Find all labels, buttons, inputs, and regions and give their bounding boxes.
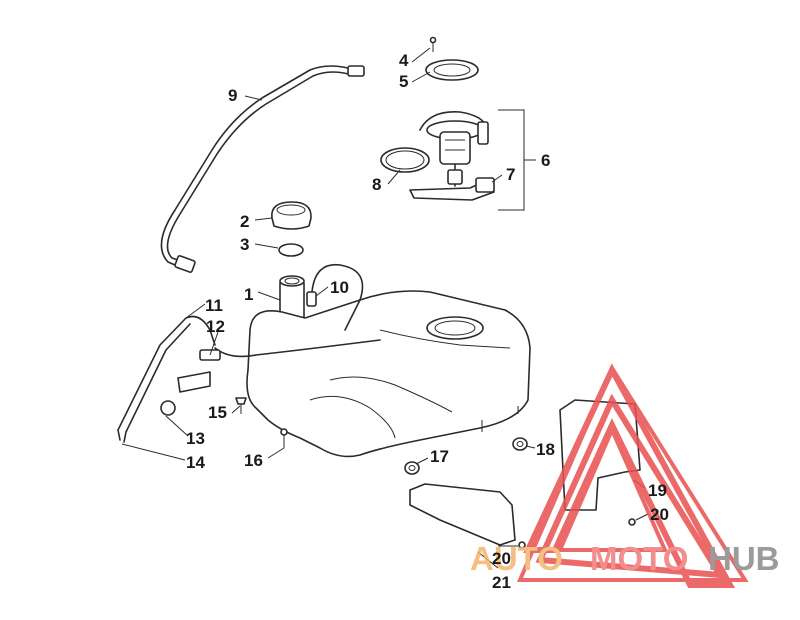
callout-14: 14 — [186, 453, 205, 472]
callout-9: 9 — [228, 86, 237, 105]
watermark-moto: MOTO — [590, 540, 688, 577]
callout-15: 15 — [208, 403, 227, 422]
cap-gasket — [278, 243, 304, 257]
callout-5: 5 — [399, 72, 408, 91]
assembly-bracket — [498, 109, 536, 211]
callout-21: 21 — [492, 573, 511, 592]
screw — [429, 36, 437, 52]
callout-17: 17 — [430, 447, 449, 466]
callout-10: 10 — [330, 278, 349, 297]
fastener-20-left — [518, 541, 526, 549]
breather-hose — [306, 263, 364, 331]
callout-16: 16 — [244, 451, 263, 470]
vent-hose — [160, 65, 365, 273]
flange-ring — [425, 59, 479, 81]
callout-19: 19 — [648, 481, 667, 500]
watermark-hub: HUB — [708, 540, 780, 577]
callout-4: 4 — [399, 51, 409, 70]
callout-6: 6 — [541, 151, 550, 170]
callout-18: 18 — [536, 440, 555, 459]
fuel-cap — [271, 201, 312, 230]
callout-11: 11 — [205, 296, 223, 315]
callout-7: 7 — [506, 165, 515, 184]
callout-8: 8 — [372, 175, 381, 194]
drain-hose-assembly — [117, 315, 381, 443]
filler-neck — [279, 275, 305, 321]
callout-13: 13 — [186, 429, 205, 448]
fuel-tank — [246, 290, 531, 458]
callout-20-right: 20 — [650, 505, 669, 524]
callout-3: 3 — [240, 235, 249, 254]
grommet-18 — [512, 437, 528, 451]
grommet-17 — [404, 461, 420, 475]
fuel-pump-assembly — [409, 111, 495, 201]
watermark-logo: AUTO MOTO HUB — [470, 363, 780, 588]
callout-1: 1 — [244, 285, 253, 304]
heat-shield-21 — [409, 483, 516, 546]
callout-20-left: 20 — [492, 549, 511, 568]
callout-2: 2 — [240, 212, 249, 231]
o-ring — [380, 147, 430, 173]
screw-15 — [235, 397, 247, 414]
callout-12: 12 — [206, 317, 225, 336]
watermark-triangle — [523, 363, 736, 588]
watermark-auto: AUTO — [470, 540, 563, 577]
bolt-16 — [280, 428, 288, 448]
callout-labels: 4 5 9 6 7 8 2 3 1 10 11 12 15 13 14 16 1… — [186, 51, 669, 592]
fastener-20-right — [628, 518, 636, 526]
